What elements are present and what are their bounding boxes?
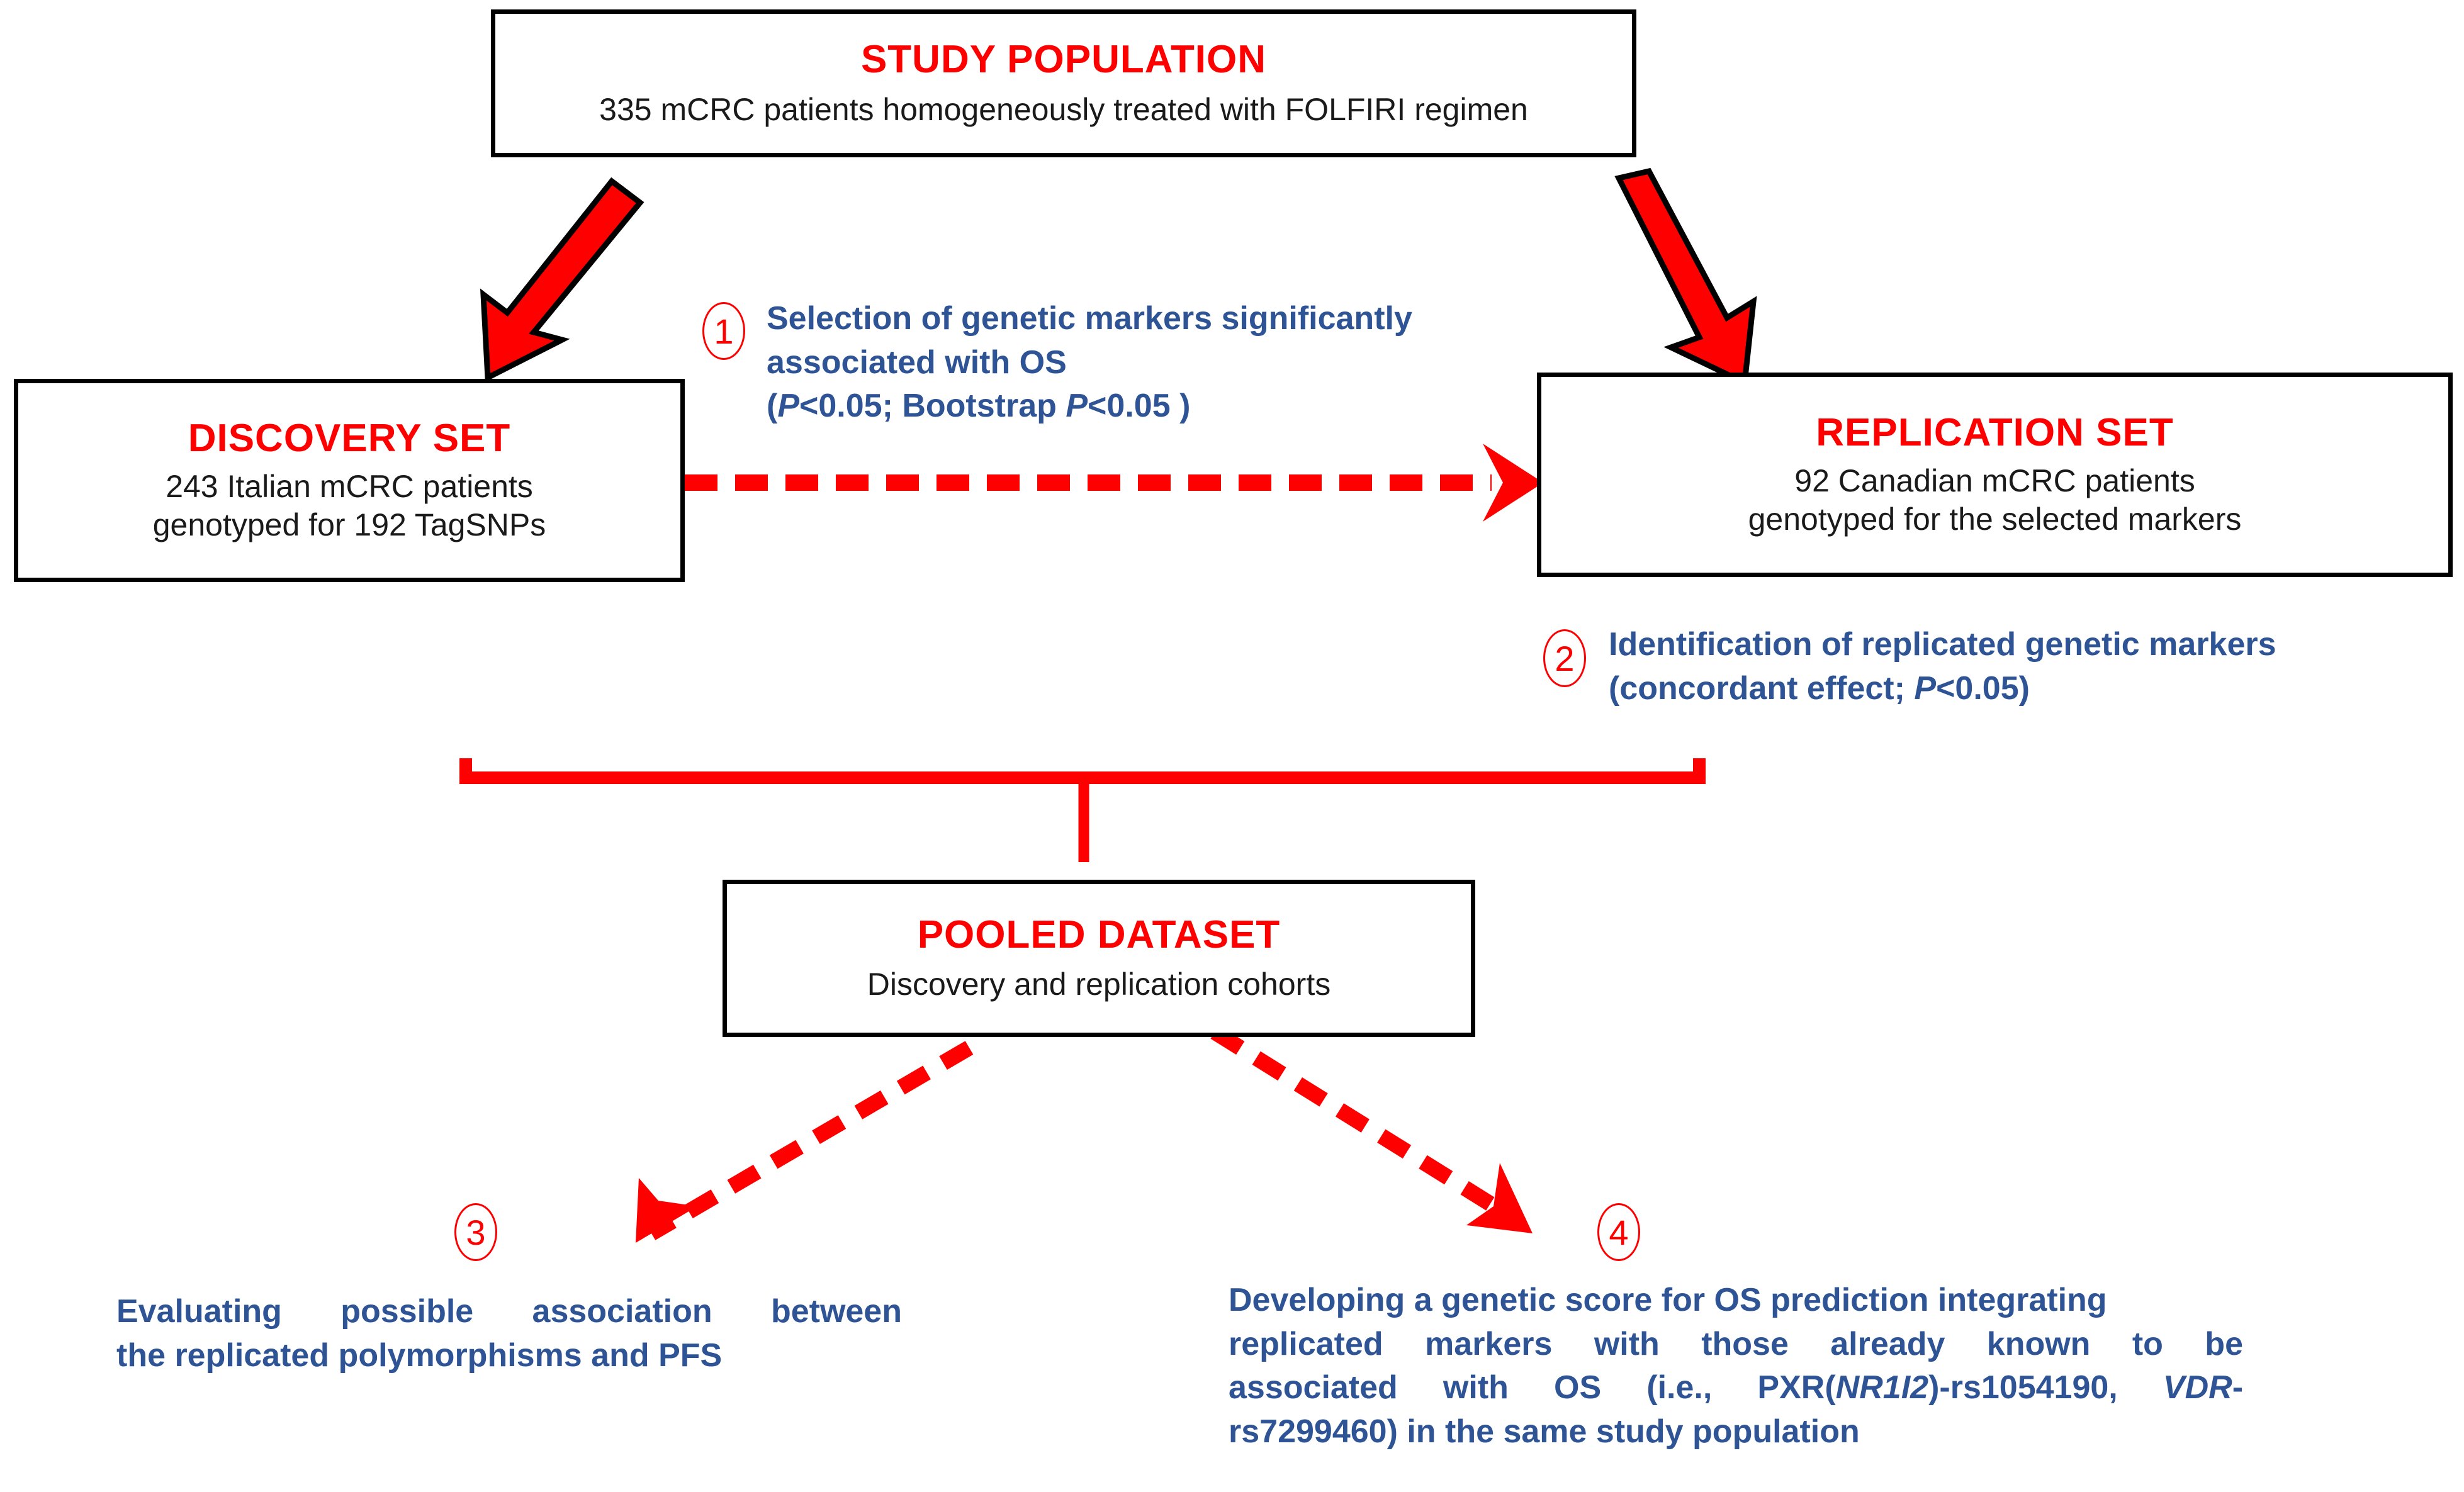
step-4-circle-number: 4	[1597, 1203, 1640, 1261]
step-1-p-value-2: P	[1066, 388, 1088, 425]
step-2-text: Identification of replicated genetic mar…	[1609, 623, 2464, 710]
arrow-pooled-to-step3	[636, 1041, 974, 1243]
step-4-line-3: associated with OS (i.e., PXR(NR1I2)-rs1…	[1229, 1366, 2243, 1410]
step-4-number: 4	[1609, 1212, 1629, 1252]
step-1-p-value-1: P	[777, 388, 800, 425]
step-2-line-2-post: <0.05)	[1936, 670, 2030, 707]
replication-set-box: REPLICATION SET 92 Canadian mCRC patient…	[1537, 373, 2453, 577]
discovery-set-title: DISCOVERY SET	[188, 416, 511, 460]
replication-set-line-1: 92 Canadian mCRC patients	[1794, 463, 2195, 499]
step-3-line-2: the replicated polymorphisms and PFS	[116, 1337, 723, 1374]
step-4-line-1: Developing a genetic score for OS predic…	[1229, 1282, 2107, 1318]
step-3-text: Evaluating possible association between …	[116, 1290, 902, 1377]
study-population-title: STUDY POPULATION	[860, 38, 1267, 82]
step-2-line-2-pre: (concordant effect;	[1609, 670, 1915, 707]
step-1-paren-open: (	[767, 388, 778, 425]
step-3-line-1: Evaluating possible association between	[116, 1293, 902, 1330]
discovery-set-line-1: 243 Italian mCRC patients	[166, 469, 533, 505]
step-4-line-3-pre: associated with OS (i.e., PXR(	[1229, 1369, 1836, 1406]
arrow-pooled-to-step4	[1210, 1025, 1533, 1233]
step-2-circle-number: 2	[1543, 629, 1586, 687]
step-2-line-2: (concordant effect; P<0.05)	[1609, 667, 2464, 711]
pooled-dataset-subtitle: Discovery and replication cohorts	[867, 967, 1331, 1002]
step-1-circle-number: 1	[702, 302, 745, 360]
step-3-number: 3	[466, 1212, 486, 1252]
step-1-line-3-mid: <0.05; Bootstrap	[799, 388, 1066, 425]
discovery-set-box: DISCOVERY SET 243 Italian mCRC patients …	[14, 379, 685, 582]
step-2-number: 2	[1555, 638, 1575, 678]
step-1-line-3: (P<0.05; Bootstrap P<0.05 )	[767, 384, 1509, 429]
step-4-gene-nr1i2: NR1I2	[1835, 1369, 1929, 1406]
step-4-gene-vdr: VDR	[2163, 1369, 2232, 1406]
step-1-line-1: Selection of genetic markers significant…	[767, 300, 1412, 337]
pooled-dataset-title: POOLED DATASET	[917, 912, 1281, 956]
discovery-set-line-2: genotyped for 192 TagSNPs	[152, 507, 546, 543]
arrow-discovery-to-replication	[685, 444, 1543, 522]
step-2-line-1: Identification of replicated genetic mar…	[1609, 626, 2276, 663]
step-3-circle-number: 3	[454, 1203, 497, 1261]
study-population-box: STUDY POPULATION 335 mCRC patients homog…	[491, 9, 1636, 157]
step-4-line-3-post: -	[2232, 1369, 2244, 1406]
arrow-study-to-replication	[1614, 167, 1757, 387]
step-1-line-2: associated with OS	[767, 344, 1067, 381]
bracket-sets-to-pooled	[459, 758, 1706, 862]
step-4-line-4: rs7299460) in the same study population	[1229, 1413, 1860, 1450]
step-4-line-3-mid: )-rs1054190,	[1928, 1369, 2163, 1406]
study-population-subtitle: 335 mCRC patients homogeneously treated …	[599, 91, 1528, 127]
step-4-text: Developing a genetic score for OS predic…	[1229, 1279, 2243, 1454]
pooled-dataset-box: POOLED DATASET Discovery and replication…	[723, 880, 1475, 1037]
step-1-text: Selection of genetic markers significant…	[767, 297, 1509, 429]
step-4-line-2: replicated markers with those already kn…	[1229, 1325, 2243, 1362]
replication-set-title: REPLICATION SET	[1816, 410, 2174, 454]
step-1-line-3-post: <0.05 )	[1088, 388, 1191, 425]
arrow-study-to-discovery	[480, 177, 644, 383]
step-1-number: 1	[714, 311, 734, 351]
replication-set-line-2: genotyped for the selected markers	[1748, 502, 2242, 537]
step-2-p-value: P	[1914, 670, 1937, 707]
